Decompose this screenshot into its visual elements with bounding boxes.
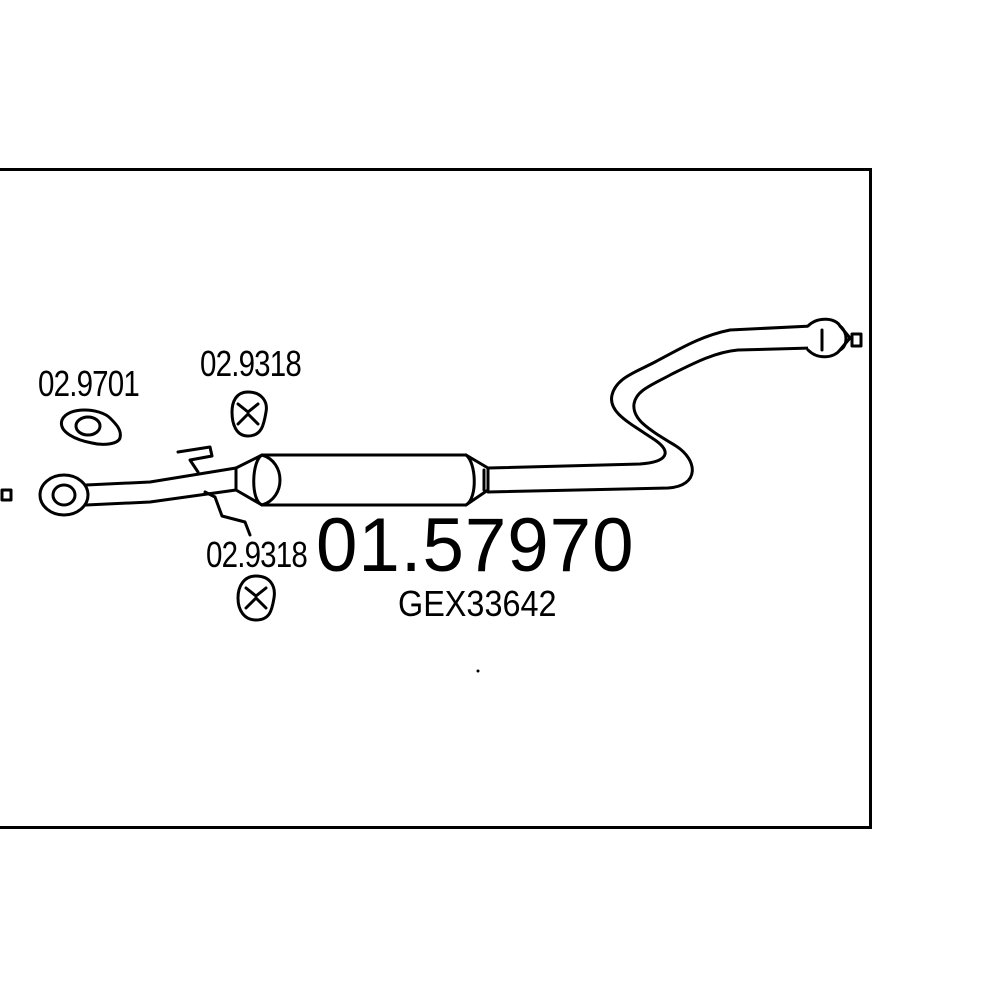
rubber-hanger-bottom [236,574,276,622]
hanger-reference-bottom: 02.9318 [206,534,308,575]
part-number: 01.57970 [316,503,635,588]
rear-pipe [486,324,814,494]
oe-number: GEX33642 [398,583,557,624]
rubber-hanger-top [230,390,268,438]
gasket-part [59,408,122,446]
diagram-frame [0,168,872,829]
hanger-bracket-upper [176,445,214,474]
front-flange [38,473,90,517]
left-edge-connector [0,488,13,502]
front-pipe [84,466,238,507]
hanger-reference-top: 02.9318 [200,343,302,384]
stray-dot [476,669,480,673]
hanger-bracket-lower [203,490,252,537]
middle-silencer [234,453,490,507]
tail-flange [806,317,863,359]
gasket-reference: 02.9701 [38,363,140,404]
